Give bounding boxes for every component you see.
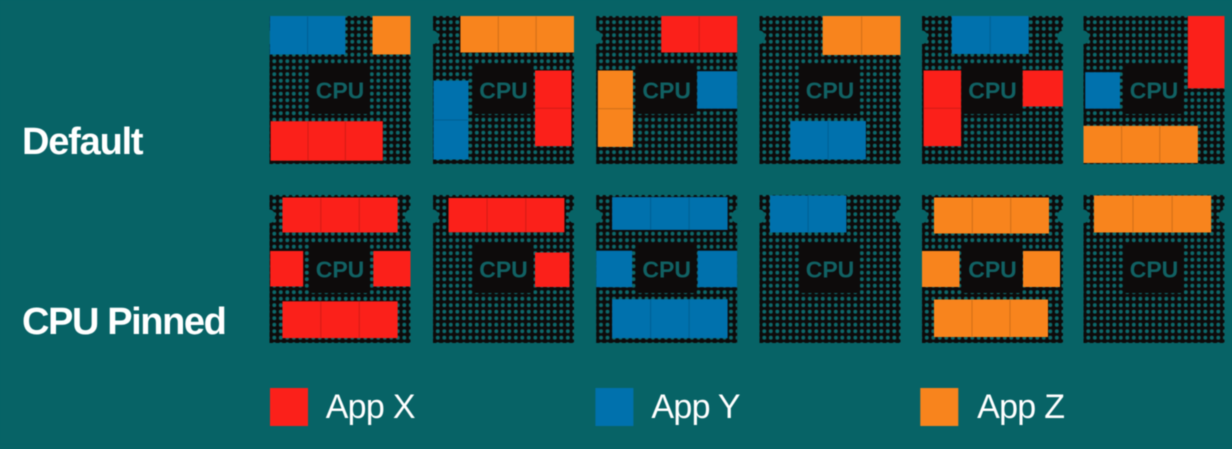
svg-text:CPU: CPU (968, 78, 1017, 104)
svg-text:CPU: CPU (1130, 78, 1179, 104)
svg-text:App Y: App Y (651, 388, 740, 426)
svg-text:CPU: CPU (642, 257, 691, 283)
svg-text:App X: App X (326, 388, 415, 426)
svg-text:CPU: CPU (316, 78, 365, 104)
svg-text:CPU: CPU (968, 257, 1017, 283)
svg-text:CPU Pinned: CPU Pinned (22, 301, 225, 343)
svg-text:CPU: CPU (642, 78, 691, 104)
svg-text:CPU: CPU (316, 257, 365, 283)
svg-text:Default: Default (22, 121, 144, 163)
svg-text:CPU: CPU (479, 257, 528, 283)
svg-text:CPU: CPU (806, 257, 855, 283)
svg-text:CPU: CPU (479, 78, 528, 104)
svg-text:App Z: App Z (977, 388, 1064, 426)
svg-text:CPU: CPU (1130, 257, 1179, 283)
svg-text:CPU: CPU (806, 78, 855, 104)
